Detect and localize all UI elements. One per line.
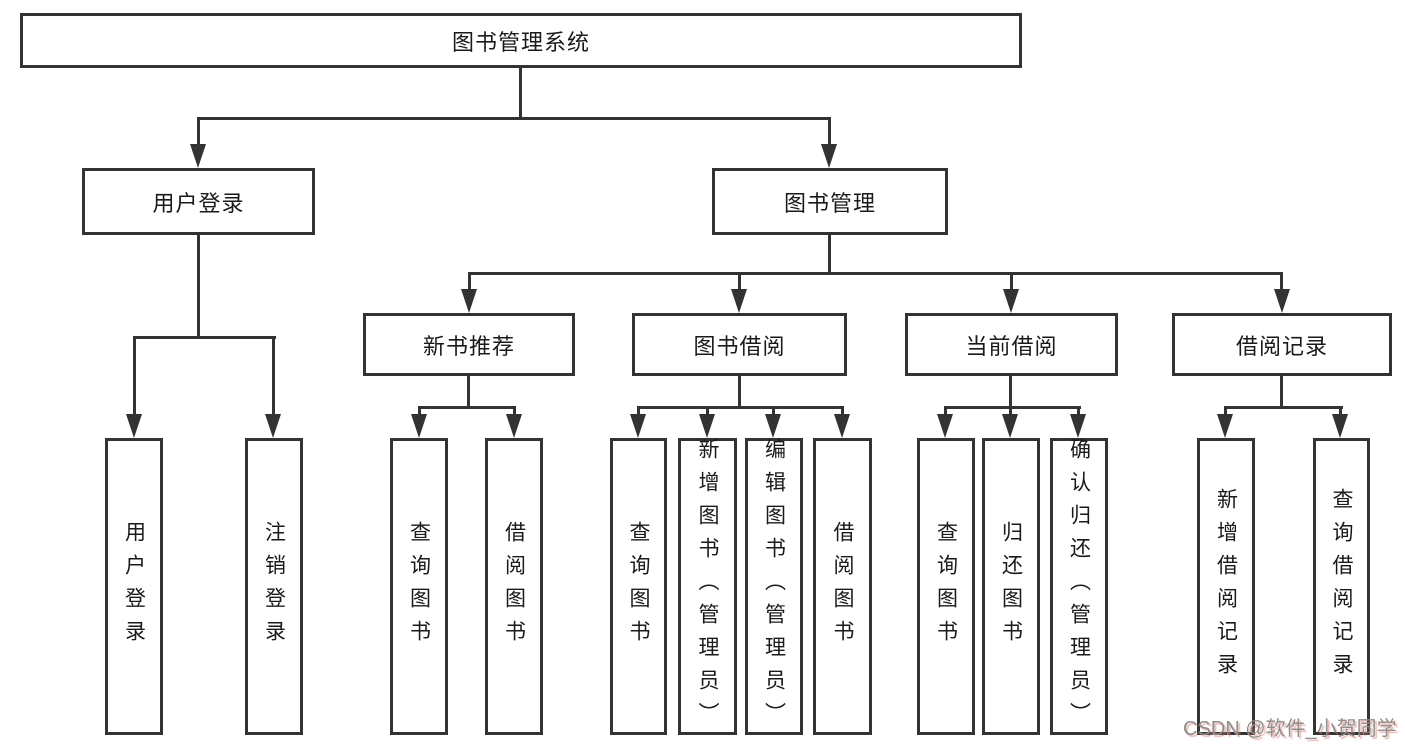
- leaf-query-borrow-record: 查询借阅记录: [1313, 438, 1370, 735]
- connector-leaf-stem: [772, 406, 775, 418]
- connector-recommend-down: [467, 376, 470, 409]
- leaf-return-books-label: 归还图书: [999, 520, 1023, 653]
- leaf-add-borrow-record-label: 新增借阅记录: [1214, 487, 1238, 686]
- connector-leaf-stem: [418, 406, 421, 418]
- connector-leaf-stem: [841, 406, 844, 418]
- connector-user-login-down: [197, 235, 200, 339]
- connector-book-mgmt-stem: [828, 117, 831, 146]
- leaf-borrow-books-recommend: 借阅图书: [485, 438, 543, 735]
- connector-leaf-stem: [272, 336, 275, 418]
- connector-book-mgmt-bar: [468, 272, 1283, 275]
- node-current-borrow: 当前借阅: [905, 313, 1118, 376]
- connector-records-down: [1280, 376, 1283, 409]
- connector-leaf-stem: [706, 406, 709, 418]
- connector-l3-stem: [1280, 272, 1283, 292]
- leaf-borrow-books: 借阅图书: [813, 438, 872, 735]
- node-book-management-label: 图书管理: [783, 190, 876, 216]
- arrow-down-icon: [190, 144, 206, 168]
- leaf-query-books-recommend-label: 查询图书: [407, 520, 431, 653]
- node-current-borrow-label: 当前借阅: [965, 333, 1058, 359]
- node-root: 图书管理系统: [20, 13, 1022, 68]
- leaf-logout-label: 注销登录: [262, 520, 286, 653]
- node-user-login-label: 用户登录: [152, 190, 245, 216]
- arrow-down-icon: [731, 289, 747, 313]
- leaf-confirm-return-admin-label: 确认归还（管理员）: [1067, 438, 1091, 735]
- arrow-down-icon: [630, 414, 646, 438]
- connector-leaf-stem: [944, 406, 947, 418]
- arrow-down-icon: [506, 414, 522, 438]
- leaf-query-books-recommend: 查询图书: [390, 438, 448, 735]
- node-borrow-records: 借阅记录: [1172, 313, 1392, 376]
- arrow-down-icon: [834, 414, 850, 438]
- connector-leaf-stem: [133, 336, 136, 418]
- connector-current-bar: [944, 406, 1081, 409]
- arrow-down-icon: [461, 289, 477, 313]
- node-new-book-recommend: 新书推荐: [363, 313, 575, 376]
- node-book-management: 图书管理: [712, 168, 948, 235]
- arrow-down-icon: [126, 414, 142, 438]
- connector-recommend-bar: [418, 406, 516, 409]
- leaf-borrow-books-label: 借阅图书: [831, 520, 854, 653]
- leaf-user-login-label: 用户登录: [122, 520, 146, 653]
- connector-root-bar: [197, 117, 831, 120]
- arrow-down-icon: [1003, 289, 1019, 313]
- leaf-confirm-return-admin: 确认归还（管理员）: [1050, 438, 1108, 735]
- node-new-book-recommend-label: 新书推荐: [422, 333, 515, 359]
- connector-l3-stem: [468, 272, 471, 292]
- connector-l3-stem: [1010, 272, 1013, 292]
- arrow-down-icon: [1002, 414, 1018, 438]
- connector-records-bar: [1224, 406, 1343, 409]
- connector-leaf-stem: [1339, 406, 1342, 418]
- leaf-add-borrow-record: 新增借阅记录: [1197, 438, 1255, 735]
- leaf-query-books-borrow-label: 查询图书: [627, 520, 650, 653]
- leaf-user-login: 用户登录: [105, 438, 163, 735]
- arrow-down-icon: [1070, 414, 1086, 438]
- connector-borrow-down: [738, 376, 741, 409]
- leaf-query-borrow-record-label: 查询借阅记录: [1330, 487, 1353, 686]
- leaf-query-books-current: 查询图书: [917, 438, 975, 735]
- leaf-logout: 注销登录: [245, 438, 303, 735]
- leaf-add-books-admin-label: 新增图书（管理员）: [696, 438, 719, 735]
- connector-user-login-bar: [133, 336, 276, 339]
- leaf-query-books-borrow: 查询图书: [610, 438, 667, 735]
- leaf-add-books-admin: 新增图书（管理员）: [678, 438, 737, 735]
- arrow-down-icon: [765, 414, 781, 438]
- arrow-down-icon: [699, 414, 715, 438]
- arrow-down-icon: [1274, 289, 1290, 313]
- arrow-down-icon: [265, 414, 281, 438]
- connector-leaf-stem: [1224, 406, 1227, 418]
- connector-leaf-stem: [1009, 406, 1012, 418]
- leaf-borrow-books-recommend-label: 借阅图书: [502, 520, 526, 653]
- arrow-down-icon: [1217, 414, 1233, 438]
- connector-leaf-stem: [513, 406, 516, 418]
- arrow-down-icon: [1332, 414, 1348, 438]
- connector-l3-stem: [738, 272, 741, 292]
- csdn-watermark: CSDN @软件_小贺同学: [1183, 718, 1397, 740]
- connector-book-mgmt-down: [828, 235, 831, 275]
- node-book-borrow-label: 图书借阅: [693, 333, 786, 359]
- leaf-return-books: 归还图书: [982, 438, 1040, 735]
- arrow-down-icon: [821, 144, 837, 168]
- connector-root-stem: [519, 68, 522, 118]
- leaf-query-books-current-label: 查询图书: [934, 520, 958, 653]
- leaf-edit-books-admin: 编辑图书（管理员）: [745, 438, 803, 735]
- arrow-down-icon: [937, 414, 953, 438]
- connector-borrow-bar: [637, 406, 844, 409]
- connector-current-down: [1009, 376, 1012, 409]
- connector-leaf-stem: [637, 406, 640, 418]
- node-borrow-records-label: 借阅记录: [1235, 333, 1328, 359]
- node-user-login: 用户登录: [82, 168, 315, 235]
- node-root-label: 图书管理系统: [451, 29, 590, 55]
- node-book-borrow: 图书借阅: [632, 313, 847, 376]
- leaf-edit-books-admin-label: 编辑图书（管理员）: [762, 438, 786, 735]
- arrow-down-icon: [411, 414, 427, 438]
- connector-user-login-stem: [197, 117, 200, 146]
- connector-leaf-stem: [1077, 406, 1080, 418]
